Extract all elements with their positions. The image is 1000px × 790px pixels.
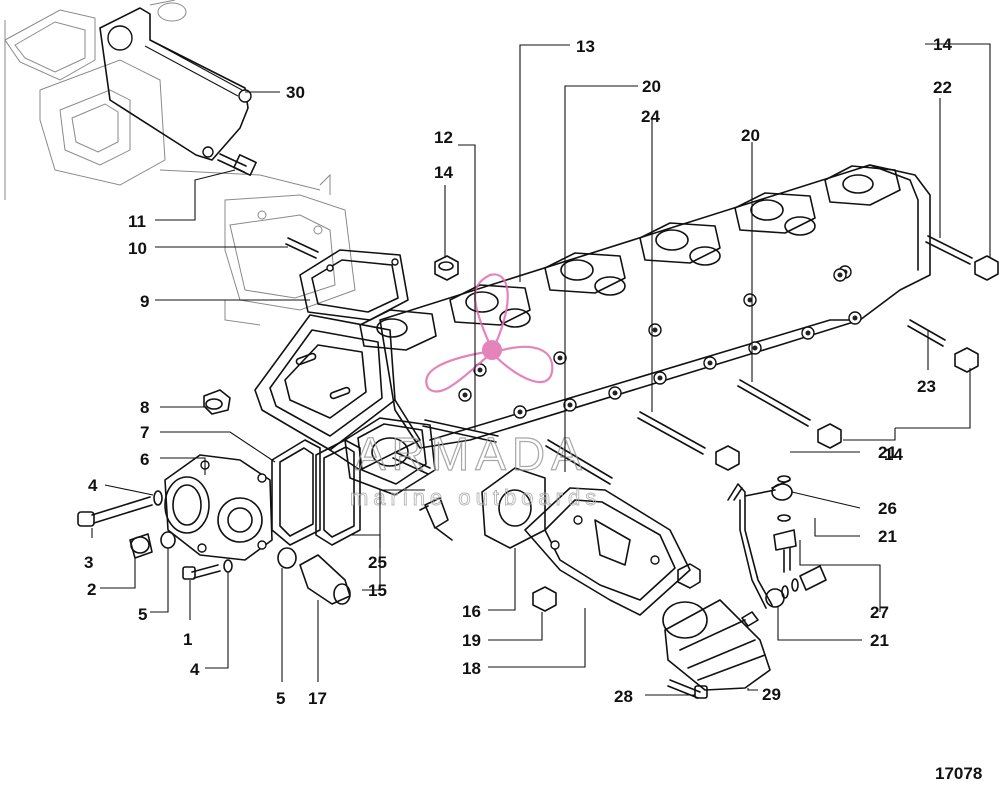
banjo-bolt-27-lower (799, 565, 827, 591)
exhaust-manifold (359, 164, 931, 449)
o-ring-5-right (277, 547, 297, 569)
nut-14-e (715, 445, 740, 471)
callout-14-right: 14 (933, 35, 952, 54)
nut-14-a (434, 255, 459, 281)
washer-4-lower (223, 559, 233, 573)
gasket-15 (315, 439, 361, 546)
engine-block-ghost-outline (4, 0, 356, 326)
callout-20-top: 20 (642, 77, 661, 96)
bolt-28 (667, 679, 708, 699)
washer-21-top (777, 475, 791, 483)
callout-9: 9 (140, 292, 149, 311)
armada-watermark: ARMADA marine outboards (350, 273, 601, 510)
o-ring-5-left (160, 531, 176, 549)
nut-14-c (954, 347, 979, 373)
hose-pipe (727, 483, 776, 609)
callout-5-left: 5 (138, 605, 147, 624)
nut-14-d (817, 423, 842, 449)
washer-21-mid (777, 514, 791, 522)
callout-7: 7 (140, 423, 149, 442)
callout-5-right: 5 (276, 689, 285, 708)
callout-19: 19 (462, 631, 481, 650)
bolt-1 (182, 564, 221, 580)
stud-22 (925, 235, 973, 265)
callout-12: 12 (434, 128, 453, 147)
stud-20-right (737, 379, 811, 427)
valve-25 (419, 497, 453, 541)
callout-8: 8 (140, 398, 149, 417)
callout-16: 16 (462, 602, 481, 621)
callout-23: 23 (917, 377, 936, 396)
manifold-ports (359, 165, 901, 351)
callout-1: 1 (183, 630, 192, 649)
gasket-9 (299, 249, 409, 321)
callout-26: 26 (878, 499, 897, 518)
end-cap-6 (164, 454, 273, 561)
callout-4-upper: 4 (88, 476, 98, 495)
nut-near-18 (677, 563, 701, 589)
callout-4-lower: 4 (190, 660, 200, 679)
plug-8 (203, 389, 231, 415)
gasket-7 (271, 439, 321, 546)
callout-14-top: 14 (434, 163, 453, 182)
callout-21-b: 21 (878, 527, 897, 546)
nut-19 (532, 586, 557, 612)
callout-18: 18 (462, 659, 481, 678)
callout-28: 28 (614, 687, 633, 706)
callout-17: 17 (308, 689, 327, 708)
stud-24 (637, 411, 706, 455)
callout-14-lower: 14 (884, 445, 903, 464)
washer-21-lower (781, 578, 799, 599)
watermark-brand: ARMADA (355, 428, 588, 480)
watermark-tagline: marine outboards (350, 485, 601, 510)
callout-30: 30 (286, 83, 305, 102)
callout-25: 25 (368, 553, 387, 572)
stud-20-left (545, 439, 613, 485)
washer-4-upper (153, 490, 163, 506)
sensor-17 (299, 554, 351, 605)
heat-exchanger-housing-18 (524, 487, 691, 616)
callout-10: 10 (128, 239, 147, 258)
callout-27: 27 (870, 603, 889, 622)
callout-15: 15 (368, 581, 387, 600)
callout-29: 29 (762, 685, 781, 704)
callout-24: 24 (641, 107, 660, 126)
bolt-11 (217, 153, 257, 176)
stud-12 (422, 419, 499, 443)
bolt-3 (77, 496, 153, 527)
drain-plug-2 (129, 533, 153, 559)
bolt-near-15 (392, 451, 431, 475)
callout-20-mid: 20 (741, 126, 760, 145)
manifold-bolt-holes (458, 265, 862, 419)
callout-21-c: 21 (870, 631, 889, 650)
callout-13: 13 (576, 37, 595, 56)
banjo-bolt-27-upper (773, 529, 797, 573)
stud-10 (285, 237, 319, 259)
stud-23 (907, 319, 946, 347)
nut-14-b (974, 255, 999, 281)
drawing-number: 17078 (935, 764, 982, 783)
callout-22: 22 (933, 78, 952, 97)
exhaust-elbow (254, 314, 436, 496)
bellows-29 (662, 599, 771, 691)
callout-2: 2 (87, 580, 96, 599)
lifting-bracket (99, 7, 252, 161)
callout-6: 6 (140, 450, 149, 469)
callout-3: 3 (84, 553, 93, 572)
callout-labels: 30 11 10 9 8 7 6 4 3 2 5 1 4 5 17 25 15 … (84, 35, 982, 783)
leader-lines (91, 43, 991, 696)
banjo-fitting-lower (765, 588, 785, 608)
callout-11: 11 (128, 212, 146, 231)
propeller-logo (425, 273, 554, 393)
callout-21-a: 21 (878, 443, 897, 462)
